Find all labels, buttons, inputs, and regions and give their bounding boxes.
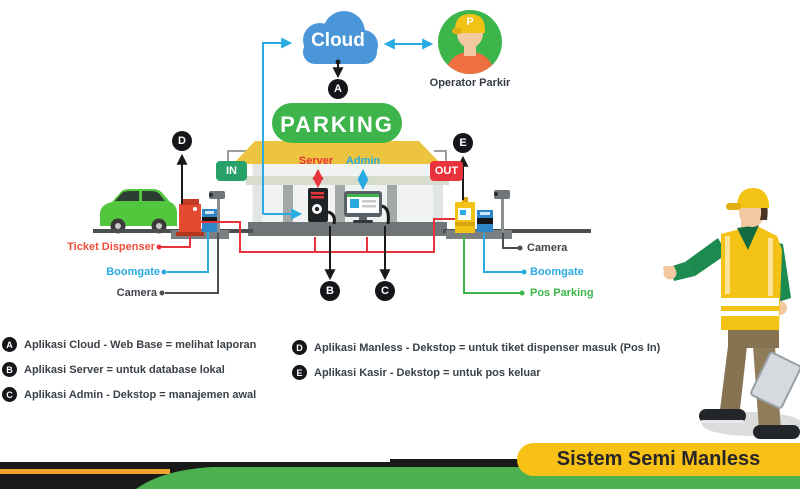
boomgate-out-device [477, 210, 493, 232]
in-sign: IN [216, 161, 247, 181]
operator-helmet-letter: P [466, 16, 474, 28]
cloud-icon [303, 11, 378, 64]
marker-a: A [328, 79, 348, 99]
banner-connector-line [390, 459, 522, 464]
legend-letter-e: E [292, 365, 307, 380]
server-label: Server [298, 155, 334, 167]
boomgate-in-label: Boomgate [106, 266, 160, 278]
marker-d: D [172, 131, 192, 151]
legend-letter-d: D [292, 340, 307, 355]
gate-sign-connectors [227, 150, 447, 161]
parking-building [233, 103, 449, 236]
ticket-dispenser-label: Ticket Dispenser [67, 241, 155, 253]
car [100, 189, 177, 234]
camera-out-device [494, 190, 510, 232]
legend-item-a: A Aplikasi Cloud - Web Base = melihat la… [2, 337, 256, 352]
server-device [308, 188, 336, 225]
boomgate-in-device [202, 209, 217, 232]
legend-text-e: Aplikasi Kasir - Dekstop = untuk pos kel… [314, 366, 541, 379]
marker-e: E [453, 133, 473, 153]
pos-parking-wire [463, 236, 520, 294]
boomgate-out-label: Boomgate [530, 266, 584, 278]
legend-item-e: E Aplikasi Kasir - Dekstop = untuk pos k… [292, 365, 540, 380]
legend-item-b: B Aplikasi Server = untuk database lokal [2, 362, 225, 377]
pos-parking-label: Pos Parking [530, 287, 594, 299]
platform-out [446, 230, 512, 239]
worker-illustration [663, 188, 800, 439]
legend-letter-a: A [2, 337, 17, 352]
out-sign: OUT [430, 161, 463, 181]
legend-letter-b: B [2, 362, 17, 377]
marker-arrows [176, 63, 469, 281]
red-wires [161, 168, 455, 253]
camera-in-label: Camera [116, 287, 157, 299]
legend-text-d: Aplikasi Manless - Dekstop = untuk tiket… [314, 341, 661, 354]
camera-out-label: Camera [527, 242, 568, 254]
operator-label: Operator Parkir [429, 77, 511, 89]
camera-wires [165, 233, 518, 294]
ticket-dispenser-device [176, 199, 204, 236]
marker-c: C [375, 281, 395, 301]
parking-sign: PARKING [280, 112, 394, 137]
admin-label: Admin [345, 155, 381, 167]
legend-text-b: Aplikasi Server = untuk database lokal [24, 363, 225, 376]
boomgate-out-wire [483, 233, 522, 273]
legend-letter-c: C [2, 387, 17, 402]
footer-yellow-stripe [0, 469, 170, 474]
admin-computer-device [344, 191, 390, 225]
camera-in-device [209, 191, 225, 232]
legend-item-c: C Aplikasi Admin - Dekstop = manajemen a… [2, 387, 256, 402]
legend-text-c: Aplikasi Admin - Dekstop = manajemen awa… [24, 388, 257, 401]
legend-text-a: Aplikasi Cloud - Web Base = melihat lapo… [24, 338, 257, 351]
pos-kiosk-device [455, 197, 475, 233]
title-banner: Sistem Semi Manless [517, 443, 800, 476]
legend-item-d: D Aplikasi Manless - Dekstop = untuk tik… [292, 340, 660, 355]
cloud-wires [167, 37, 434, 273]
cloud-label: Cloud [311, 30, 365, 51]
marker-b: B [320, 281, 340, 301]
